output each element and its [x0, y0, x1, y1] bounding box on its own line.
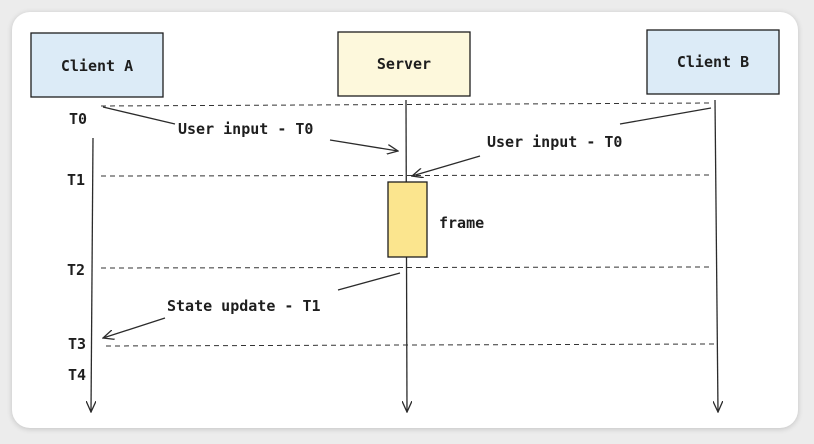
actor-client-b-box — [646, 29, 780, 95]
time-label-t1: T1 — [67, 171, 85, 189]
message-a-to-server-line-start — [102, 106, 176, 125]
actor-client-a-box — [30, 32, 164, 98]
message-server-to-a-line-start — [337, 272, 401, 291]
time-line-t3 — [105, 343, 717, 347]
activation-frame-box — [387, 181, 428, 258]
lifeline-client-a — [91, 137, 93, 412]
message-a-to-server-label: User input - T0 — [178, 120, 313, 138]
time-line-t2 — [100, 266, 712, 269]
lifeline-server — [406, 99, 407, 412]
actor-server: Server — [337, 31, 471, 97]
lifeline-client-b — [715, 99, 718, 412]
actor-client-b-label: Client B — [677, 53, 749, 71]
time-line-t0 — [100, 102, 713, 107]
actor-server-box — [337, 31, 471, 97]
actor-client-a-label: Client A — [61, 57, 133, 75]
actor-client-b: Client B — [646, 29, 780, 95]
message-b-to-server-arrow — [412, 155, 481, 176]
time-label-t3: T3 — [68, 335, 86, 353]
time-label-t2: T2 — [67, 261, 85, 279]
time-line-t1 — [100, 174, 712, 177]
actor-client-a: Client A — [30, 32, 164, 98]
message-b-to-server-line-start — [619, 107, 712, 125]
time-label-t4: T4 — [68, 366, 86, 384]
message-server-to-a-label: State update - T1 — [167, 297, 321, 315]
time-label-t0: T0 — [69, 110, 87, 128]
message-a-to-server-arrow — [329, 139, 398, 151]
message-b-to-server-label: User input - T0 — [487, 133, 622, 151]
actor-server-label: Server — [377, 55, 431, 73]
message-server-to-a-arrow — [103, 317, 166, 338]
activation-frame-label: frame — [439, 214, 484, 232]
